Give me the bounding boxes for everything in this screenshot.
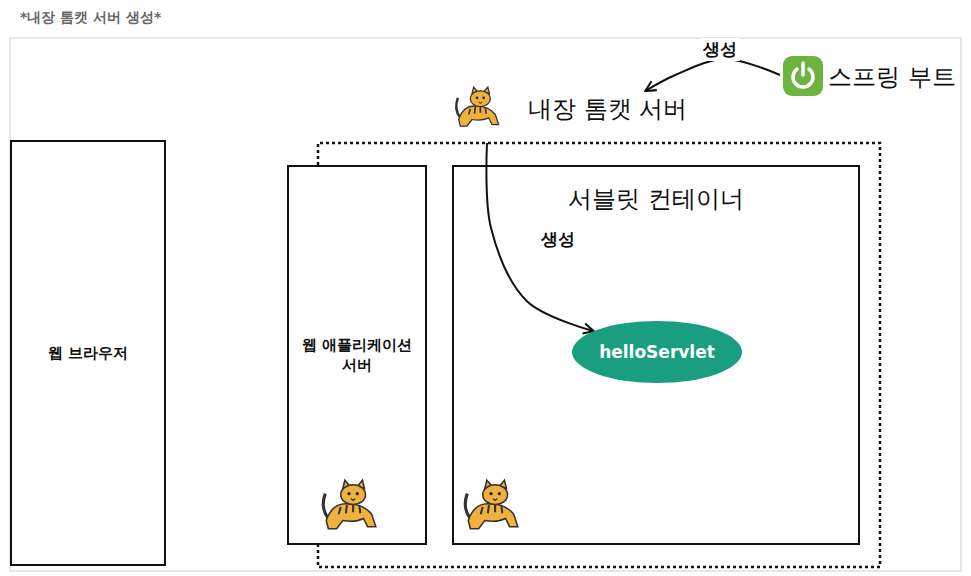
node-label: 서블릿 컨테이너 — [454, 183, 858, 215]
outer-frame — [10, 38, 961, 571]
create-arrow — [645, 59, 780, 91]
node-label: helloServlet — [587, 342, 727, 362]
node-label: 스프링 부트 — [828, 61, 956, 93]
tomcat-icon — [456, 87, 498, 126]
servlet-ellipse: helloServlet — [572, 321, 742, 383]
node-label: 웹 브라우저 — [40, 344, 136, 363]
dotted-server-outline — [318, 143, 880, 567]
create-arrow — [486, 143, 593, 331]
browser-box: 웹 브라우저 — [10, 140, 166, 566]
spring-logo — [783, 56, 823, 96]
diagram-title: *내장 톰캣 서버 생성* — [20, 9, 161, 27]
tomcat-icon — [465, 480, 518, 529]
node-label: 내장 톰캣 서버 — [528, 93, 687, 125]
power-symbol — [801, 63, 805, 75]
tomcat-icon — [323, 480, 376, 529]
embedded-tomcat-box: 내장 톰캣 서버웹 애플리케이션 서버서블릿 컨테이너helloServlet — [318, 143, 880, 567]
node-label: 웹 애플리케이션 서버 — [289, 335, 425, 376]
edge-label: 생성 — [538, 228, 578, 251]
was-box: 웹 애플리케이션 서버 — [287, 165, 427, 545]
spring-boot-node: 스프링 부트 — [780, 55, 960, 99]
servlet-container-box: 서블릿 컨테이너 helloServlet — [452, 165, 860, 545]
edge-label: 생성 — [700, 38, 740, 61]
